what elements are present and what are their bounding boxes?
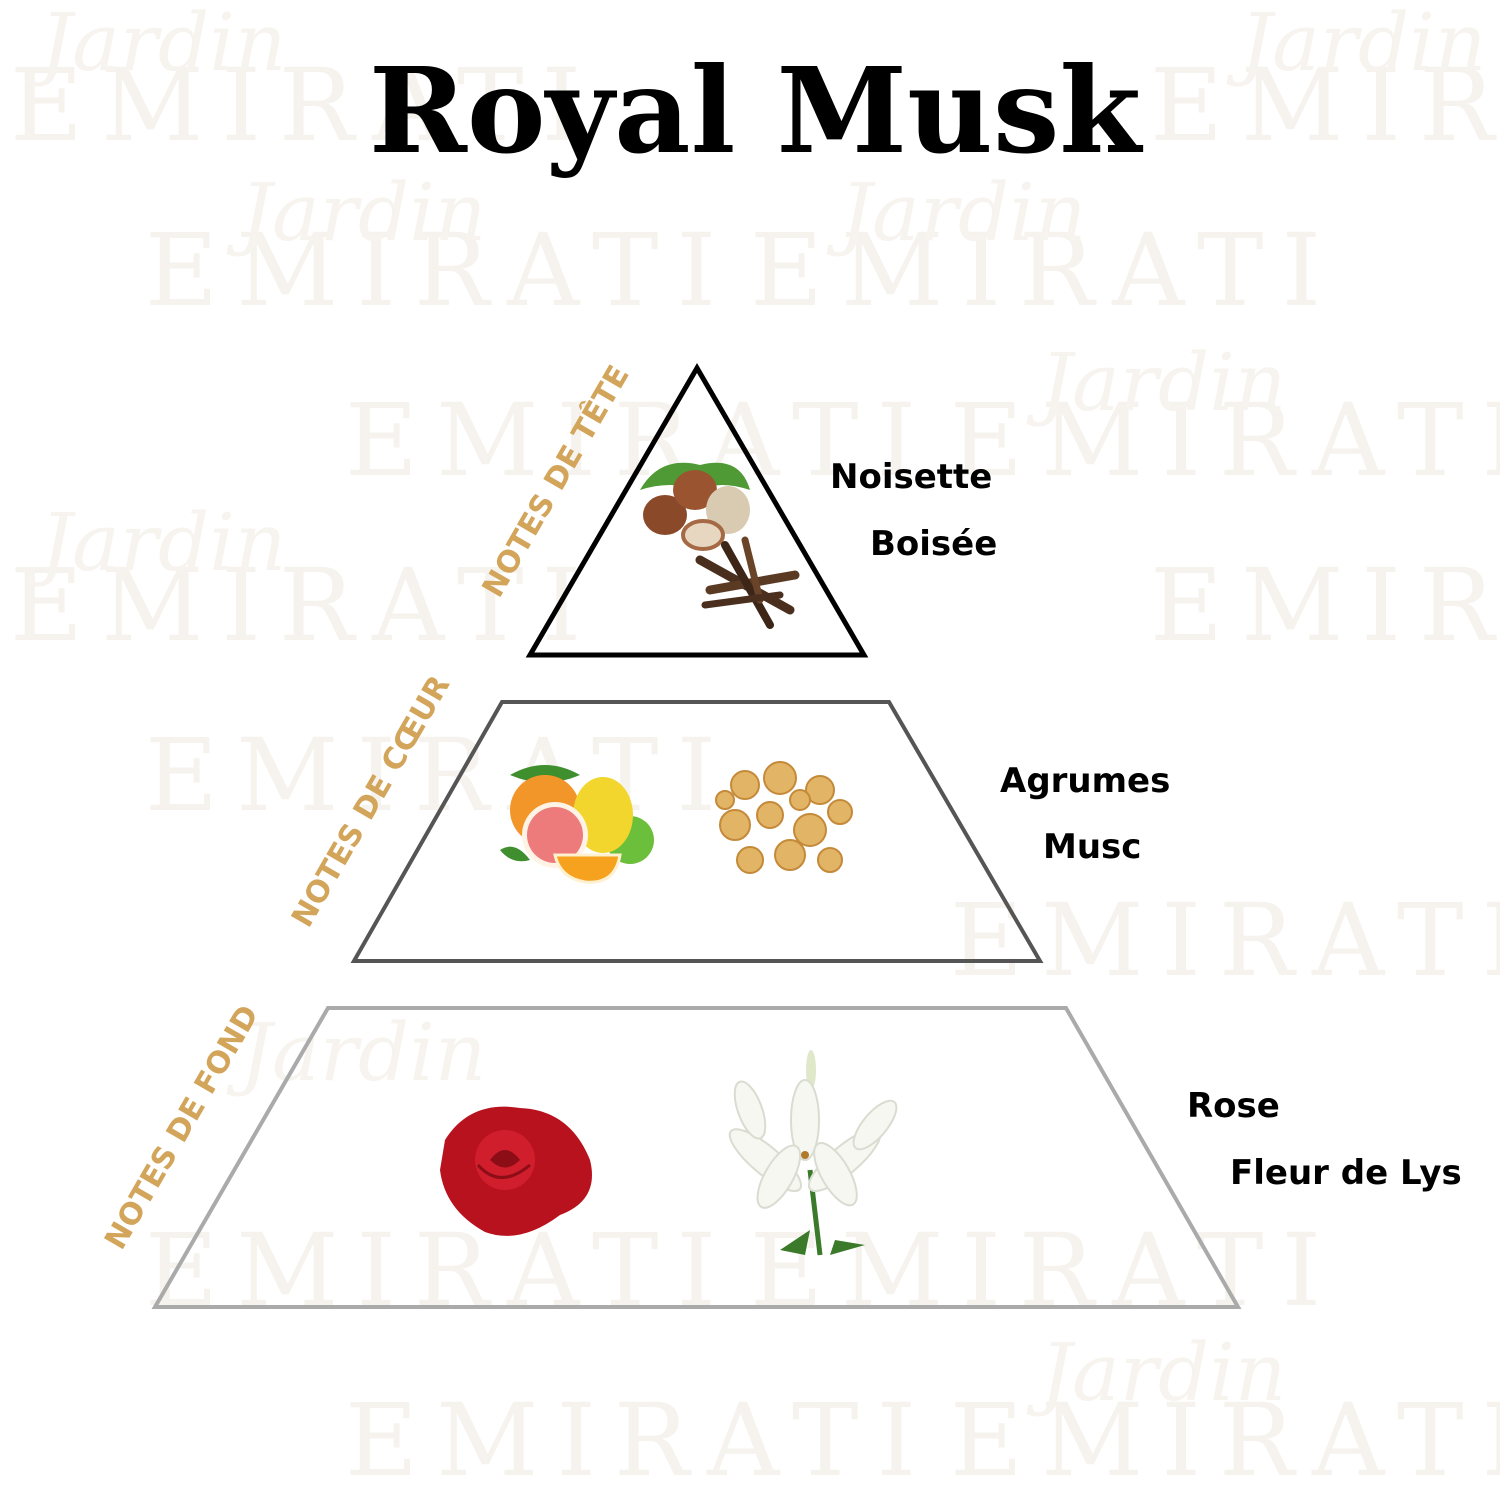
svg-text:EMIRATI: EMIRATI <box>950 382 1500 499</box>
page-title: Royal Musk <box>369 41 1144 180</box>
svg-text:EMIRATI: EMIRATI <box>10 547 599 664</box>
svg-text:EMIRATI: EMIRATI <box>145 212 734 329</box>
svg-text:Jardin: Jardin <box>1026 336 1286 429</box>
svg-text:Jardin: Jardin <box>26 496 286 589</box>
note-boisee: Boisée <box>870 524 997 564</box>
lily-icon <box>728 1050 898 1256</box>
hazelnut-icon <box>640 462 750 551</box>
note-agrumes: Agrumes <box>1000 761 1170 801</box>
middle-tier-trapezoid <box>350 700 1044 963</box>
note-musc: Musc <box>1043 827 1141 867</box>
svg-text:EMIRATI: EMIRATI <box>145 717 734 834</box>
svg-text:Jardin: Jardin <box>826 166 1086 259</box>
citrus-icon <box>500 765 654 884</box>
note-fleur-de-lys: Fleur de Lys <box>1230 1153 1462 1193</box>
svg-text:EMIRATI: EMIRATI <box>950 882 1500 999</box>
svg-text:EMIRATI: EMIRATI <box>750 212 1339 329</box>
svg-text:EMIRATI: EMIRATI <box>345 1382 934 1499</box>
svg-text:EMIRATI: EMIRATI <box>1150 547 1500 664</box>
note-rose: Rose <box>1187 1086 1280 1126</box>
wood-icon <box>695 536 800 629</box>
note-noisette: Noisette <box>830 457 992 497</box>
musk-resin-icon <box>715 761 853 874</box>
svg-text:EMIRATI: EMIRATI <box>145 1212 734 1329</box>
svg-text:Jardin: Jardin <box>1226 0 1486 89</box>
svg-text:EMIRATI: EMIRATI <box>750 1212 1339 1329</box>
svg-text:Jardin: Jardin <box>226 1006 486 1099</box>
svg-text:EMIRATI: EMIRATI <box>950 1382 1500 1499</box>
rose-icon <box>440 1106 592 1236</box>
svg-text:Jardin: Jardin <box>226 166 486 259</box>
watermark: EMIRATI EMIRATI EMIRATI EMIRATI EMIRATI … <box>10 0 1500 1499</box>
bottom-tier-trapezoid <box>151 1006 1242 1309</box>
svg-text:Jardin: Jardin <box>26 0 286 89</box>
svg-text:Jardin: Jardin <box>1026 1326 1286 1419</box>
svg-text:EMIRATI: EMIRATI <box>1150 47 1500 164</box>
top-tier-triangle <box>525 363 869 658</box>
svg-text:EMIRATI: EMIRATI <box>10 47 599 164</box>
